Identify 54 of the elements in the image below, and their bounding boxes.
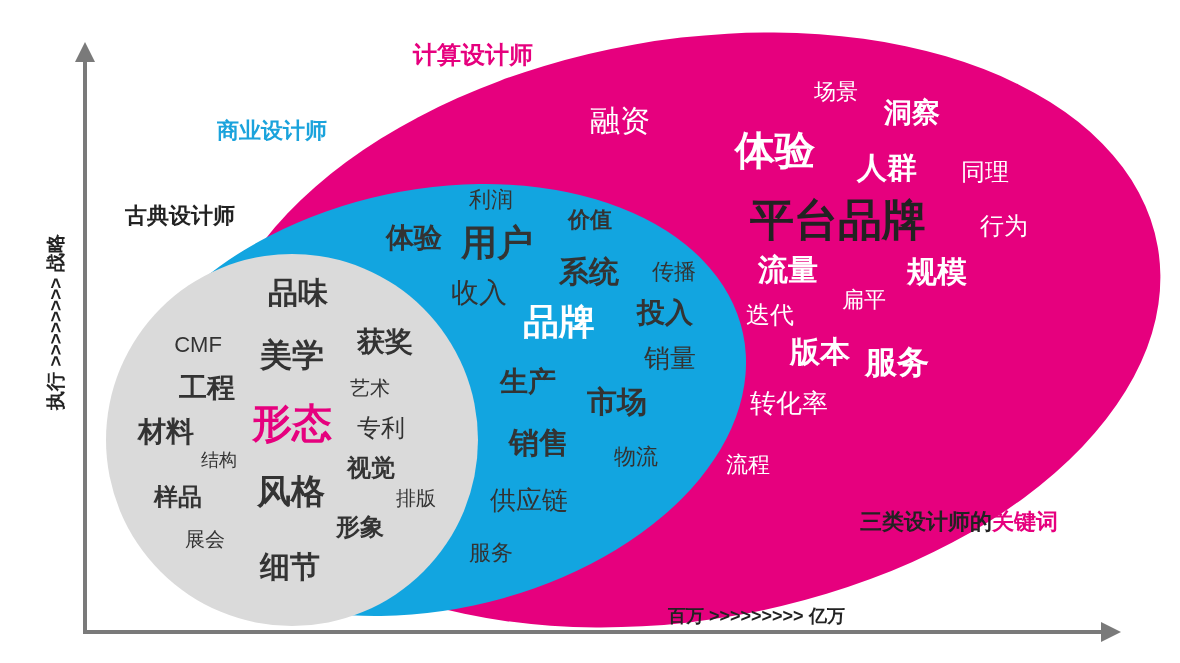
keyword: 体验 (735, 130, 815, 170)
keyword: 平台品牌 (750, 198, 926, 242)
keyword: 行为 (980, 214, 1028, 238)
keyword: 体验 (386, 224, 442, 252)
keyword: 生产 (500, 368, 556, 396)
keyword: 工程 (179, 374, 235, 402)
keyword: 融资 (590, 106, 650, 136)
keyword: 排版 (396, 488, 436, 508)
keyword: 获奖 (357, 328, 413, 356)
keyword: 展会 (185, 529, 225, 549)
keyword: 美学 (260, 339, 324, 371)
keyword: 销量 (644, 345, 696, 371)
keyword: 系统 (559, 257, 619, 287)
keyword: 收入 (451, 279, 507, 307)
keyword: 服务 (469, 542, 513, 564)
keyword: 洞察 (884, 99, 940, 127)
group-heading: 计算设计师 (413, 43, 533, 67)
keyword: 结构 (201, 451, 237, 469)
axis-label: 执行 >>>>>>>> 战略 (45, 234, 65, 410)
keyword: 迭代 (746, 303, 794, 327)
keyword: 扁平 (842, 289, 886, 311)
keyword: 销售 (509, 428, 569, 458)
keyword: 物流 (614, 446, 658, 468)
keyword: 传播 (652, 261, 696, 283)
keyword: 利润 (469, 189, 513, 211)
group-heading: 古典设计师 (125, 205, 235, 227)
keyword: 转化率 (750, 390, 828, 416)
keyword: 场景 (814, 81, 858, 103)
keyword: 投入 (637, 299, 693, 327)
keyword: 流量 (758, 255, 818, 285)
keyword: 用户 (461, 225, 533, 261)
keyword: 品味 (268, 278, 328, 308)
keyword: 服务 (865, 346, 929, 378)
axis-label: 百万 >>>>>>>>> 亿万 (668, 607, 845, 625)
group-heading: 商业设计师 (217, 120, 327, 142)
keyword: 细节 (260, 552, 320, 582)
keyword: CMF (174, 334, 222, 356)
keyword: 规模 (907, 257, 967, 287)
keyword: 材料 (138, 418, 194, 446)
keyword: 价值 (568, 209, 612, 231)
keyword: 形象 (336, 515, 384, 539)
keyword: 视觉 (347, 456, 395, 480)
keyword: 人群 (857, 153, 917, 183)
keyword: 市场 (587, 387, 647, 417)
keyword: 专利 (357, 416, 405, 440)
keyword: 艺术 (350, 378, 390, 398)
keyword: 形态 (252, 403, 332, 443)
keyword: 流程 (726, 454, 770, 476)
keyword: 样品 (154, 485, 202, 509)
keyword: 供应链 (490, 487, 568, 513)
keyword: 同理 (961, 160, 1009, 184)
keyword: 版本 (790, 337, 850, 367)
keyword: 品牌 (523, 304, 595, 340)
keyword: 风格 (257, 474, 325, 508)
